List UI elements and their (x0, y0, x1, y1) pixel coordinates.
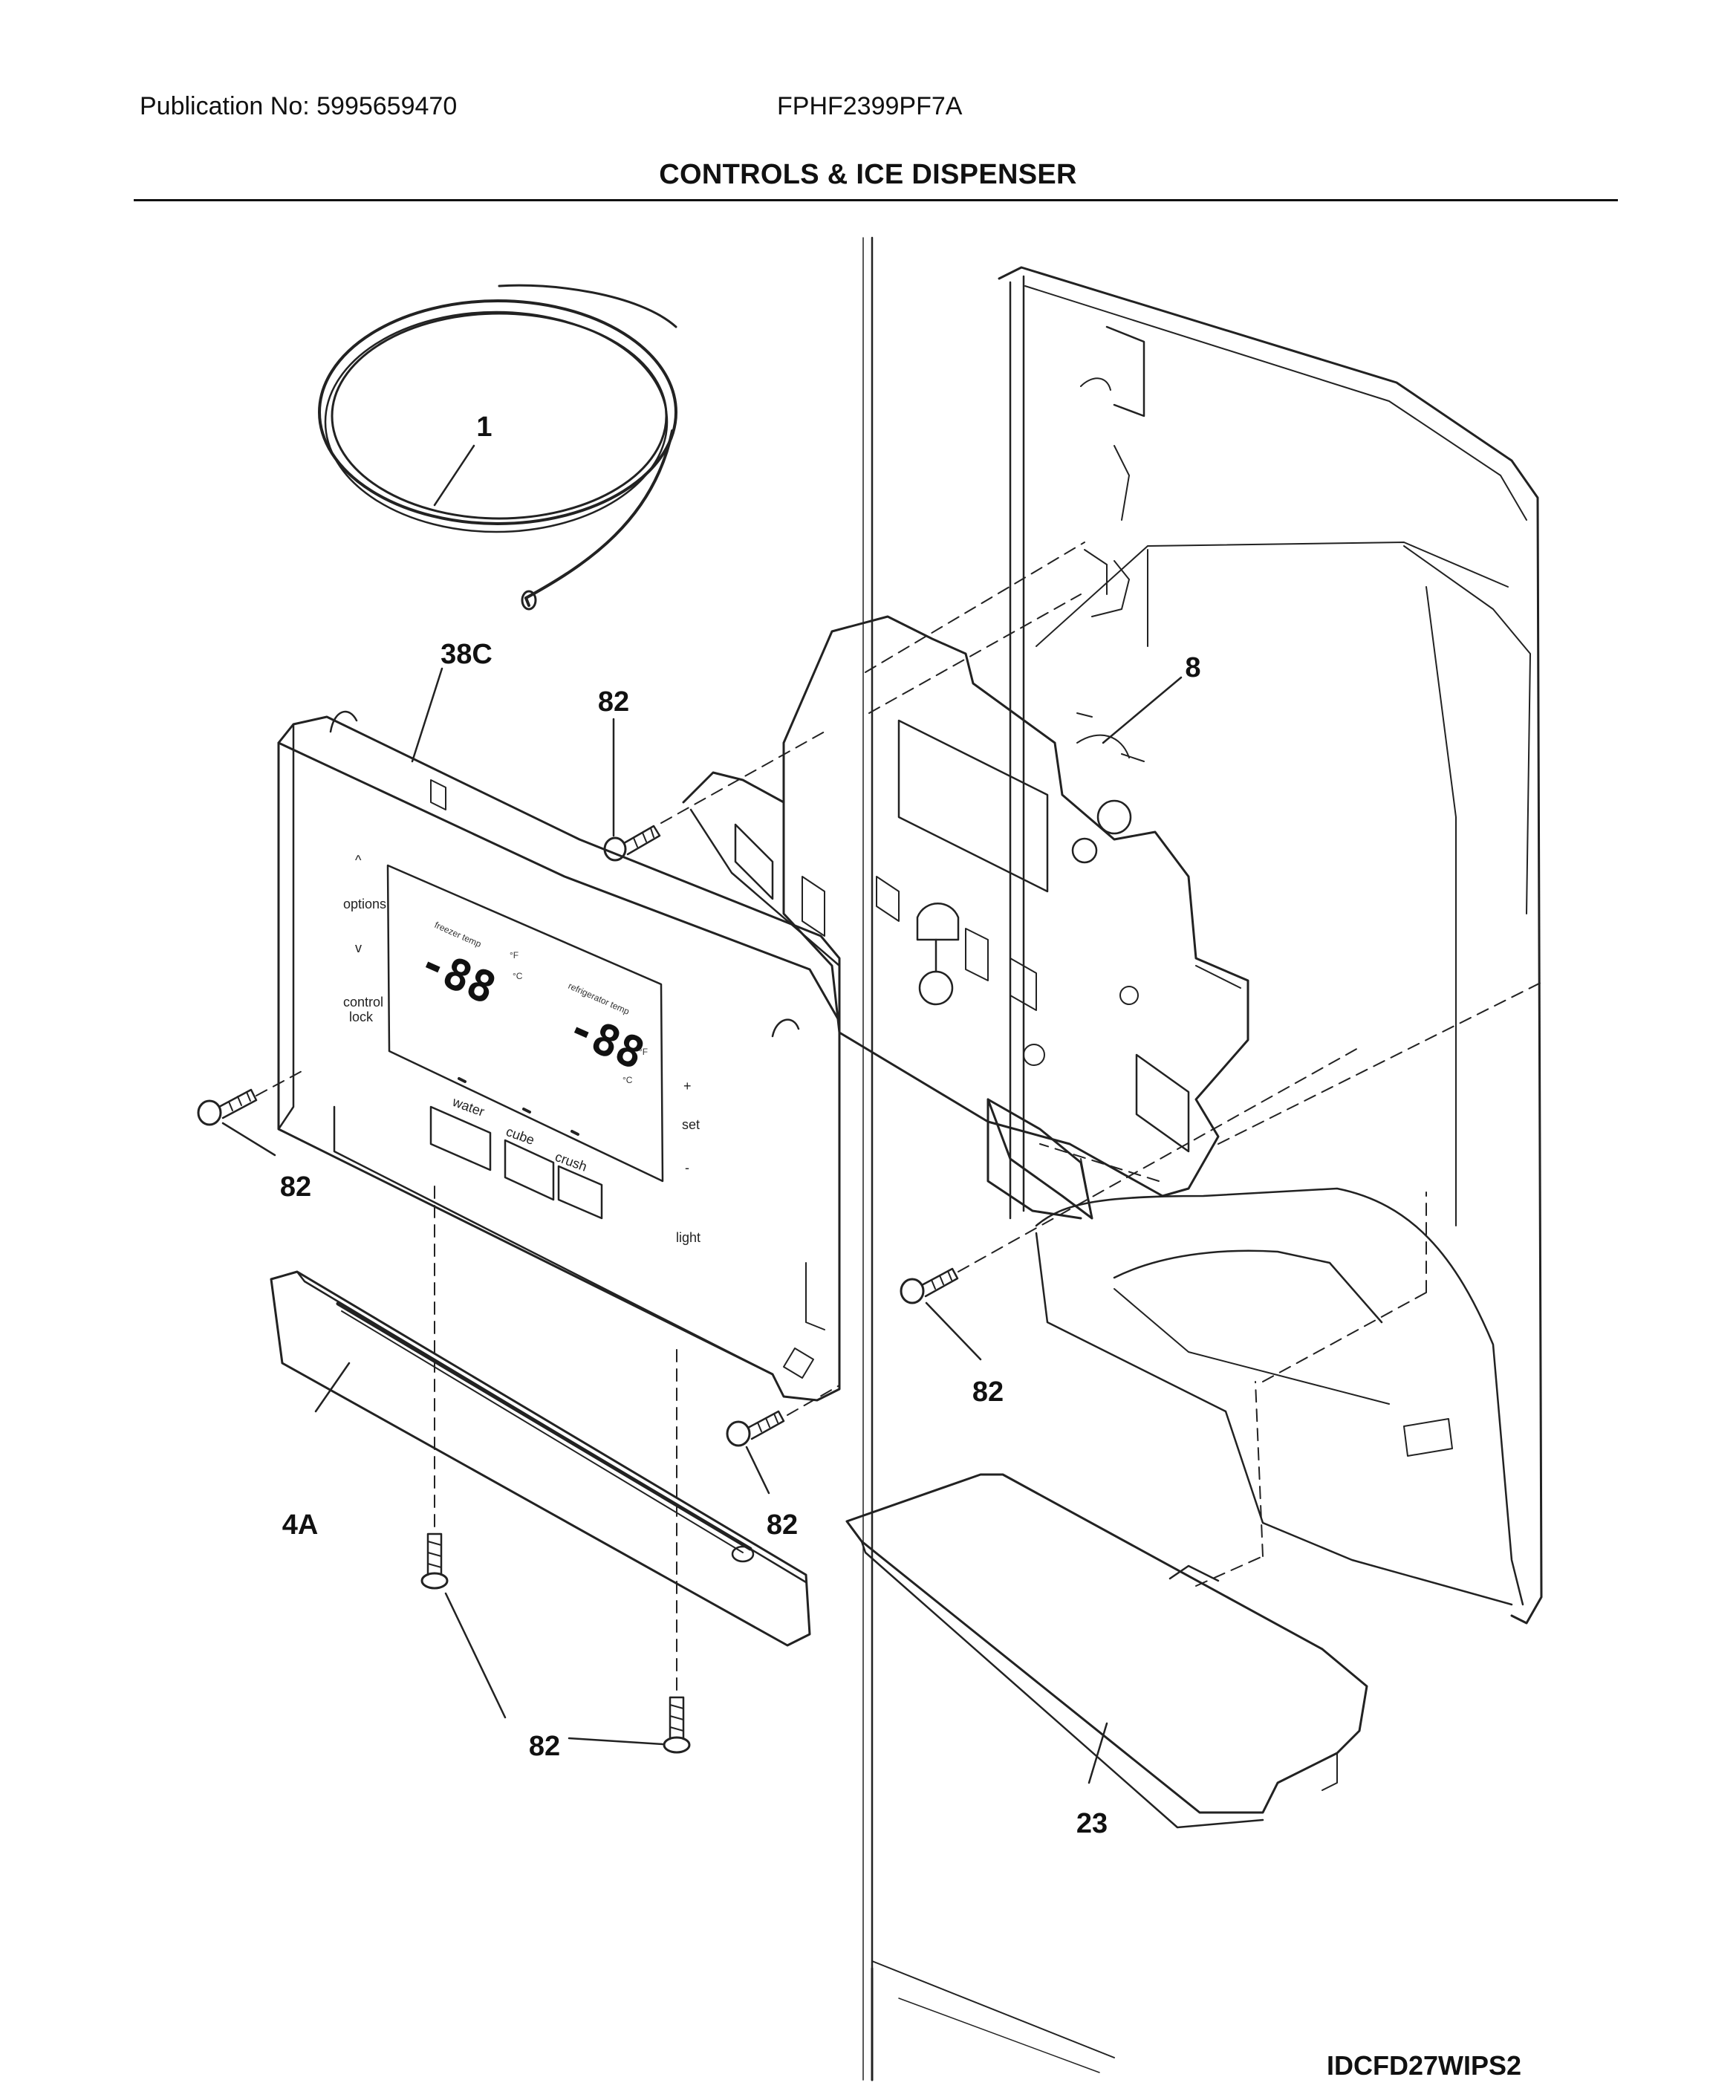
panel-light-label: light (676, 1230, 700, 1245)
panel-freezer-deg-c: °C (513, 971, 523, 981)
figure-id: IDCFD27WIPS2 (1327, 2050, 1522, 2081)
callout-8: 8 (1185, 652, 1200, 683)
control-panel-housing-part-38c (277, 710, 841, 1402)
callout-82-bottom: 82 (529, 1731, 560, 1762)
callout-23: 23 (1076, 1808, 1108, 1839)
dispenser-actuator-part-8 (682, 615, 1249, 1220)
dispenser-recess-housing (998, 266, 1543, 1625)
panel-freezer-deg-f: °F (510, 950, 518, 960)
panel-fridge-display: -88 (560, 1002, 651, 1080)
door-seam-lines (862, 236, 1115, 2081)
screw-left (197, 1088, 258, 1126)
callout-1: 1 (476, 412, 492, 443)
panel-cube-label: cube (504, 1124, 537, 1148)
panel-set-label: set (682, 1117, 700, 1132)
page-title: CONTROLS & ICE DISPENSER (659, 159, 1077, 190)
panel-fridge-deg-c: °C (622, 1075, 633, 1085)
tubing-coil-part-1 (318, 284, 677, 611)
screw-bottom-center (726, 1410, 785, 1447)
model-number: FPHF2399PF7A (777, 92, 963, 120)
screw-top-middle (603, 825, 661, 862)
panel-down-arrow: v (355, 940, 362, 955)
screw-vertical-lower (663, 1696, 691, 1754)
panel-water-label: water (450, 1094, 487, 1119)
panel-freezer-display: -88 (412, 937, 503, 1015)
callout-4a: 4A (282, 1509, 319, 1541)
screw-right (900, 1267, 959, 1304)
callout-labels: 1 38C 82 8 82 82 4A 82 82 23 (280, 412, 1201, 1839)
panel-options-label: options (343, 897, 386, 911)
panel-control-label: control (343, 995, 383, 1010)
control-panel-labels: ^ options v control lock + set - light f… (343, 853, 700, 1245)
drip-tray-part-23 (845, 1473, 1368, 1829)
panel-up-arrow: ^ (355, 853, 362, 868)
trim-strip-part-4a (270, 1270, 811, 1647)
panel-minus-label: - (685, 1160, 689, 1175)
panel-lock-label: lock (349, 1010, 374, 1024)
screw-vertical-upper (420, 1532, 449, 1590)
callout-38c: 38C (440, 639, 492, 670)
publication-number: Publication No: 5995659470 (140, 92, 458, 120)
title-rule (134, 199, 1618, 201)
callout-82-top: 82 (598, 686, 629, 718)
callout-82-left: 82 (280, 1171, 311, 1203)
alignment-dashes (256, 542, 1546, 1691)
panel-fridge-deg-f: °F (639, 1047, 648, 1057)
panel-plus-label: + (683, 1079, 692, 1093)
callout-82-right: 82 (972, 1376, 1004, 1408)
leader-lines (221, 444, 1183, 1784)
callout-82-center: 82 (767, 1509, 798, 1541)
